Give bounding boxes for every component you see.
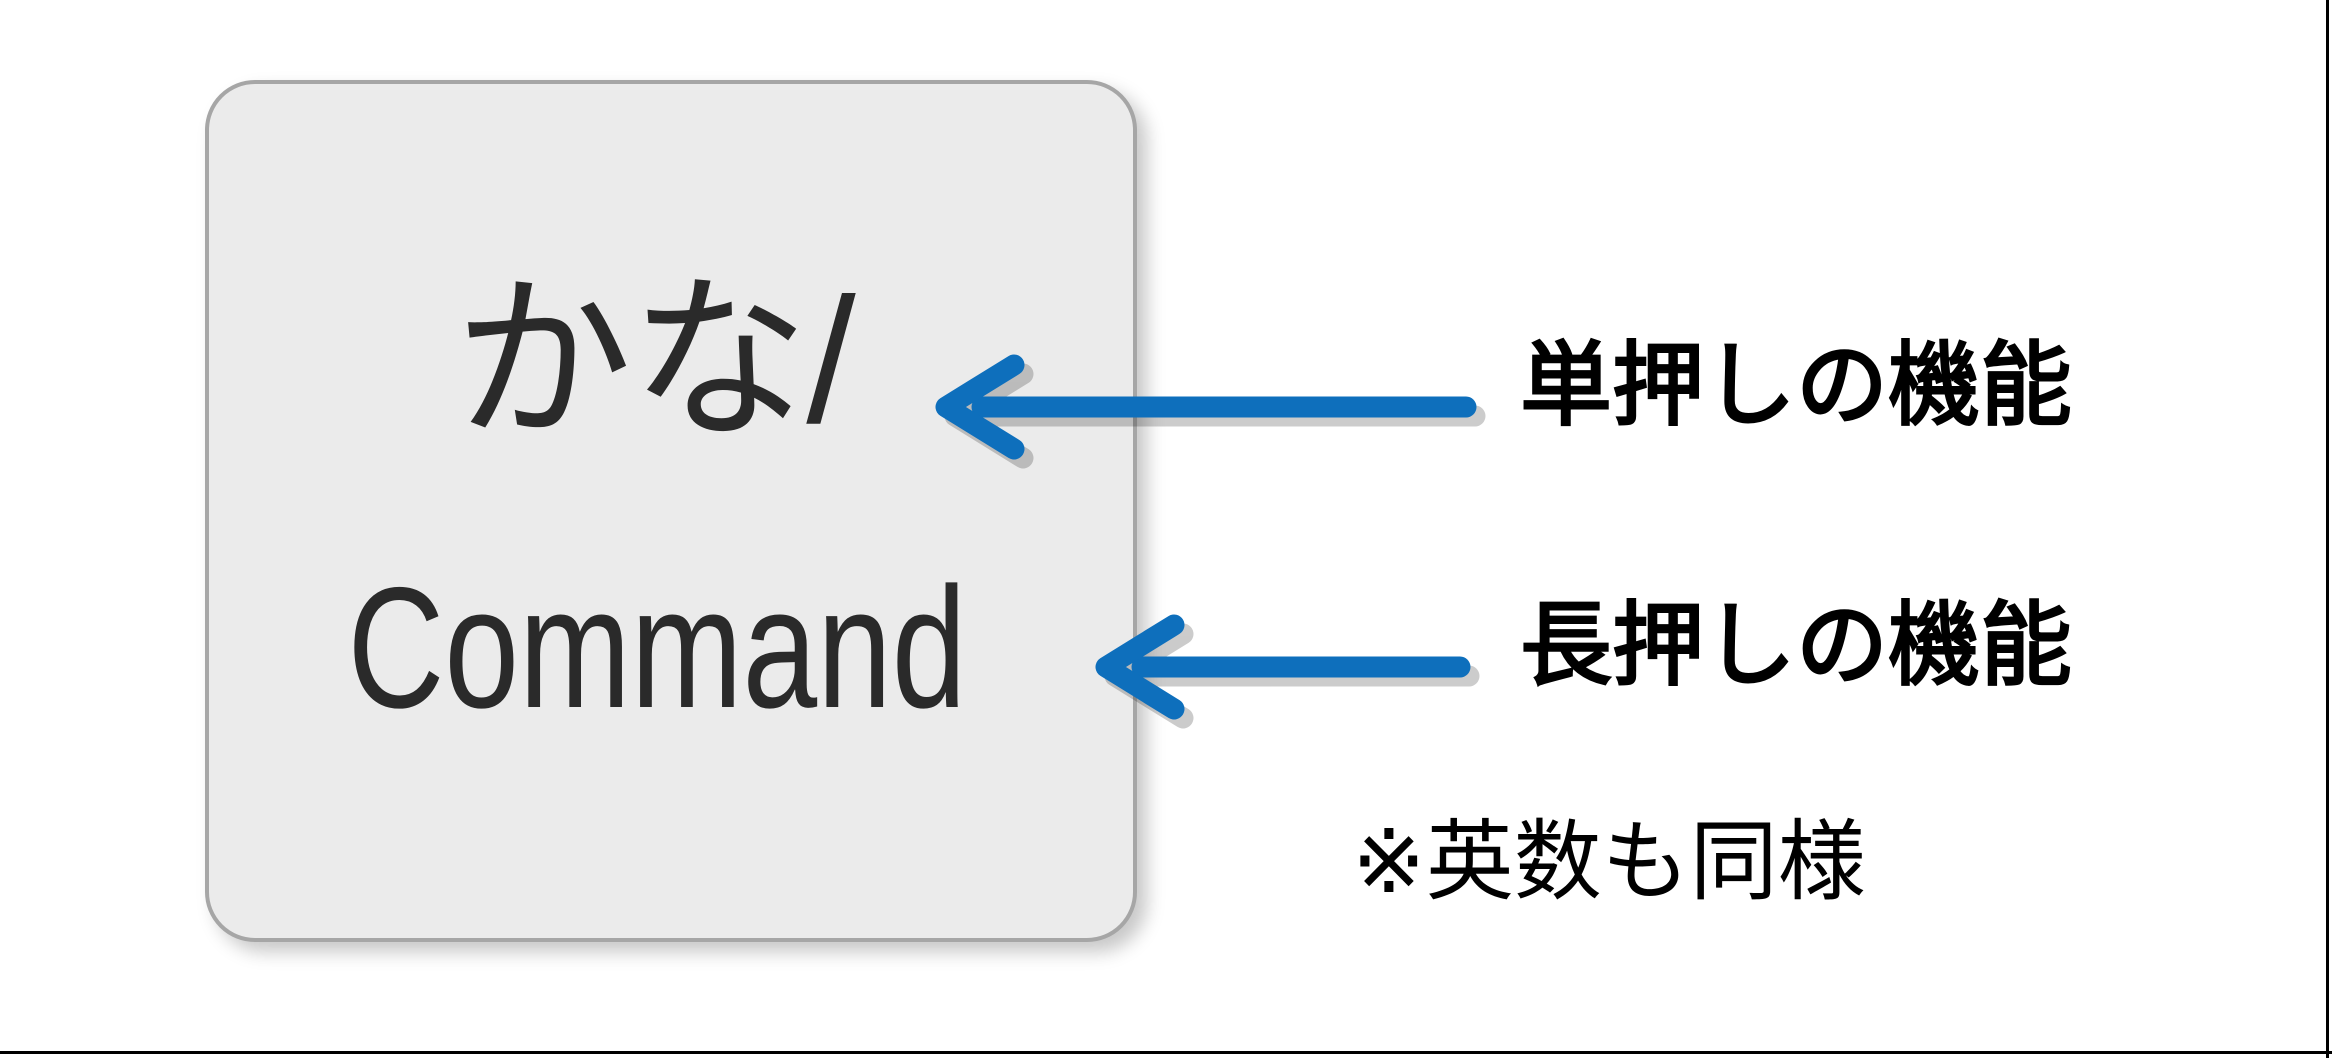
annotation-single-press: 単押しの機能 <box>1520 335 2073 437</box>
keycap-primary-label: かな/ <box>454 261 855 460</box>
keycap-secondary-label: Command <box>347 552 967 744</box>
arrow-to-primary-label <box>935 354 1486 469</box>
annotation-footnote: ※英数も同様 <box>1352 812 1866 911</box>
annotation-long-press: 長押しの機能 <box>1520 595 2073 697</box>
keycap-graphic: かな/ Command <box>205 80 1137 942</box>
arrow-to-secondary-label <box>1095 614 1480 729</box>
frame-border-bottom <box>0 1051 2332 1054</box>
frame-border-right <box>2326 0 2329 1058</box>
